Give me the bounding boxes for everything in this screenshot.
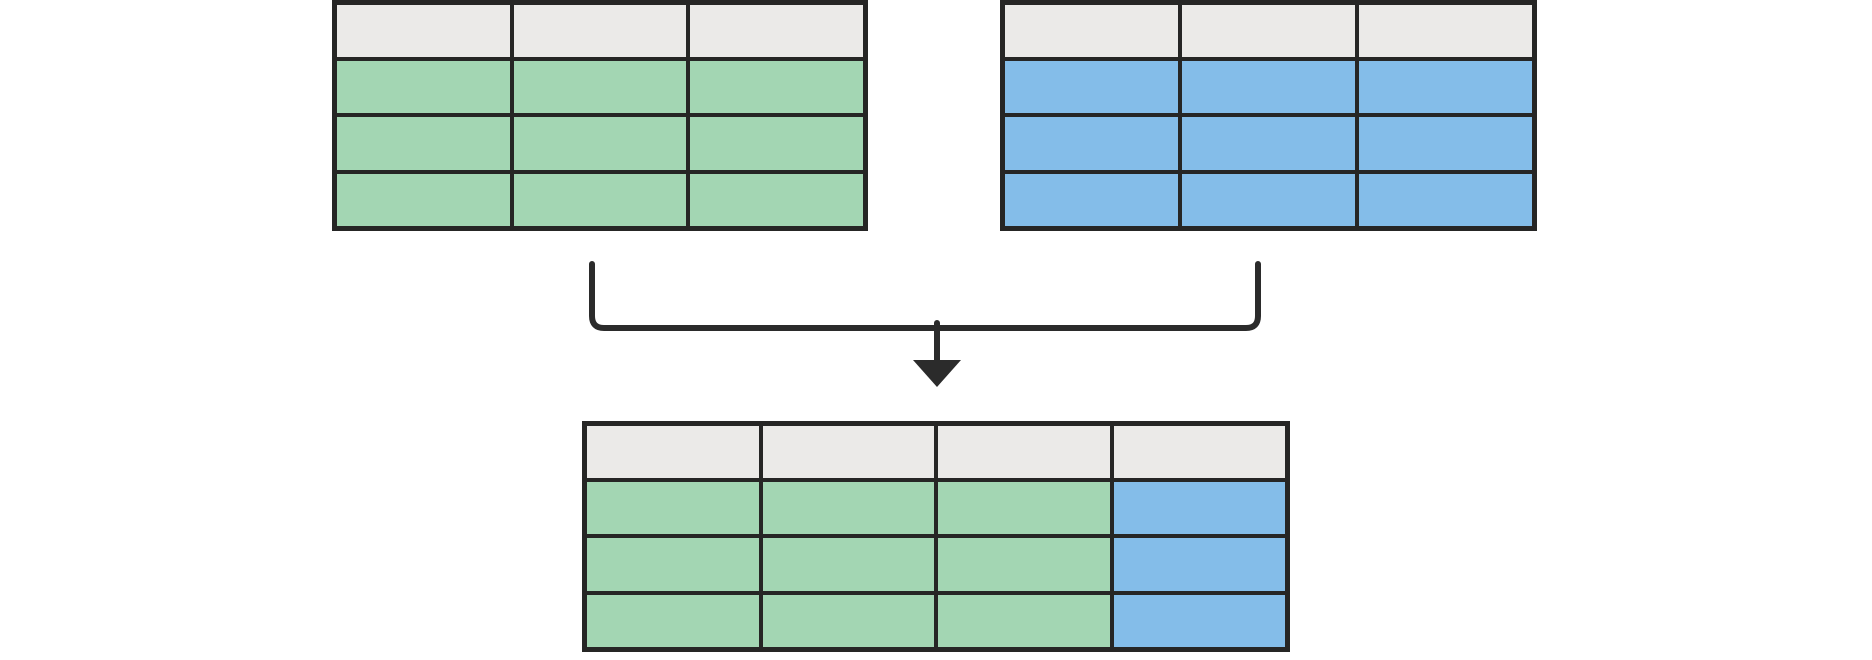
body-cell [1113,482,1285,535]
header-cell [762,426,934,478]
source-table-green [332,0,868,231]
source-table-blue [1000,0,1537,231]
body-cell [1359,117,1532,170]
body-cell [1005,173,1178,226]
body-cell [690,61,863,114]
body-cell [1182,117,1355,170]
body-cell [587,594,759,647]
header-cell [1005,5,1178,57]
body-cell [762,594,934,647]
body-cell [762,482,934,535]
body-cell [690,173,863,226]
arrow-down-icon [913,360,961,387]
header-cell [587,426,759,478]
body-cell [513,61,687,114]
header-cell [1113,426,1285,478]
body-cell [1005,117,1178,170]
merged-table [582,421,1290,652]
header-cell [1182,5,1355,57]
body-cell [1113,538,1285,591]
body-cell [337,61,510,114]
body-cell [587,482,759,535]
body-cell [938,538,1110,591]
header-cell [1359,5,1532,57]
body-cell [938,594,1110,647]
body-cell [1182,173,1355,226]
header-cell [690,5,863,57]
brace-path [589,261,1261,331]
body-cell [337,173,510,226]
body-cell [513,173,687,226]
header-cell [938,426,1110,478]
body-cell [938,482,1110,535]
body-cell [1005,61,1178,114]
body-cell [1182,61,1355,114]
body-cell [762,538,934,591]
body-cell [1359,173,1532,226]
body-cell [690,117,863,170]
body-cell [1113,594,1285,647]
body-cell [1359,61,1532,114]
header-cell [513,5,687,57]
header-cell [337,5,510,57]
body-cell [587,538,759,591]
body-cell [337,117,510,170]
body-cell [513,117,687,170]
